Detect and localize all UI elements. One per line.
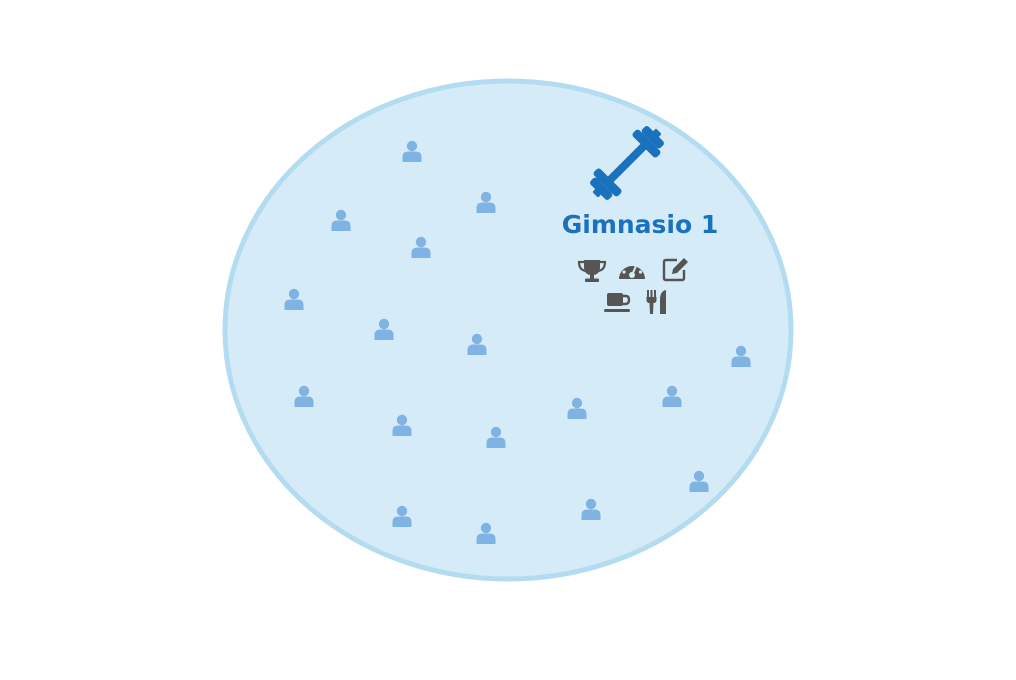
- dumbbell-icon: [590, 126, 664, 200]
- gym-name: Gimnasio 1: [561, 210, 719, 239]
- utensils-icon: [646, 290, 666, 314]
- coffee-icon: [604, 293, 631, 312]
- zone-circle: [222, 78, 794, 582]
- speedometer-icon: [619, 261, 645, 279]
- edit-icon: [662, 258, 688, 282]
- trophy-icon: [577, 260, 607, 282]
